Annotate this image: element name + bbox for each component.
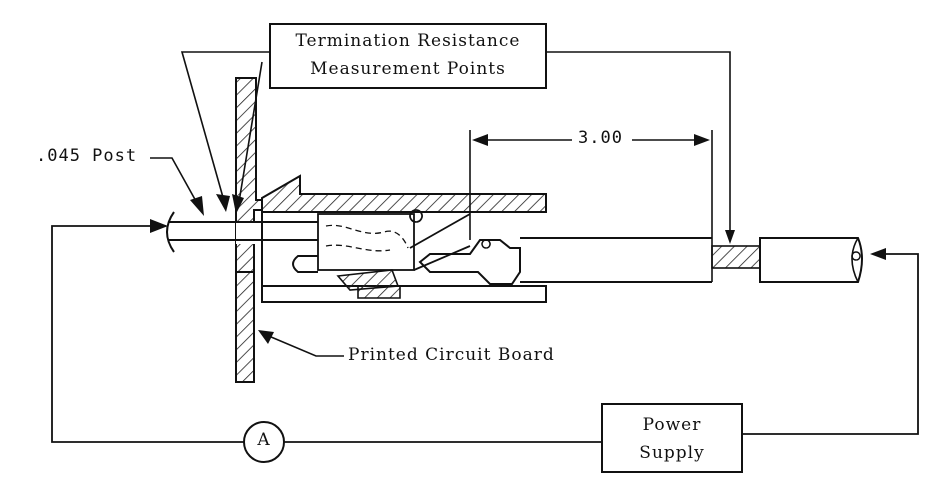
power-supply-line1: Power [642, 415, 702, 435]
measurement-title-line1: Termination Resistance [295, 31, 521, 51]
measurement-leaders [180, 51, 731, 238]
post [166, 211, 318, 253]
measurement-arrow-left [216, 194, 230, 212]
ammeter [243, 421, 285, 463]
outer-wire-insulation [759, 237, 863, 283]
measurement-arrow-right [725, 230, 735, 244]
post-label: .045 Post [36, 146, 138, 166]
current-arrow-left [150, 219, 168, 233]
ammeter-label: A [257, 430, 271, 450]
dimension-arrow-left [472, 134, 488, 146]
post-leader-arrow [190, 196, 204, 216]
printed-circuit-board [235, 77, 263, 383]
dimension-line [469, 130, 713, 240]
dimension-arrow-right [694, 134, 710, 146]
pcb-leader-arrow [258, 330, 274, 344]
contact-body [292, 209, 521, 291]
measurement-points-box [269, 23, 547, 89]
pcb-leader [263, 333, 344, 357]
measurement-arrow-mid [232, 194, 244, 214]
power-supply-line2: Supply [639, 443, 705, 463]
post-leader [150, 157, 203, 213]
wire-insulation [520, 237, 713, 283]
dimension-label: 3.00 [578, 128, 623, 148]
circuit-wiring [51, 225, 919, 443]
measurement-title-line2: Measurement Points [310, 59, 506, 79]
stripped-conductor [711, 245, 761, 269]
current-arrow-right [870, 248, 886, 260]
pcb-label: Printed Circuit Board [348, 345, 555, 365]
power-supply-box [601, 403, 743, 473]
